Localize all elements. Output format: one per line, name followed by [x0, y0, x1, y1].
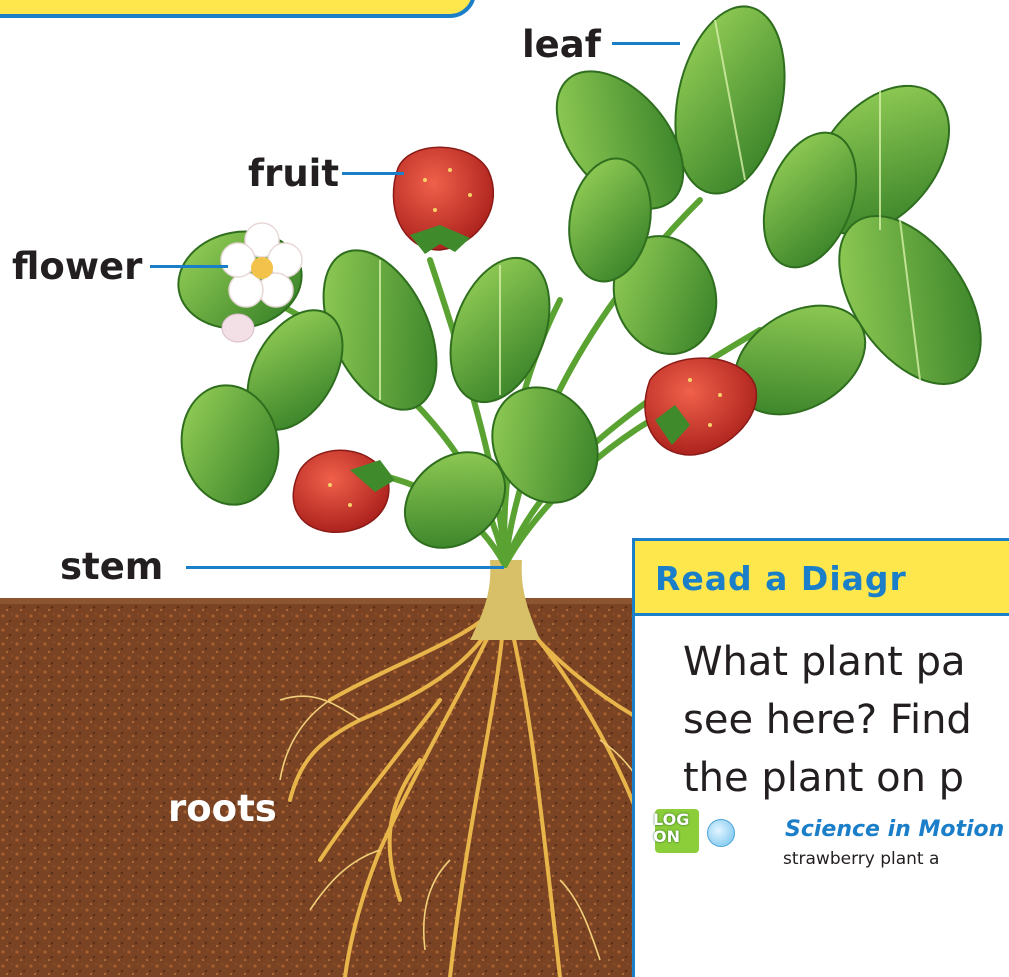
stem-leader-line — [186, 566, 504, 569]
read-a-diagram-panel: Read a Diagr What plant pa see here? Fin… — [632, 538, 1009, 977]
fruit-leader-line — [342, 172, 404, 175]
fruit-label: fruit — [248, 155, 339, 192]
panel-line: the plant on p — [683, 749, 972, 807]
flower-leader-line — [150, 265, 228, 268]
panel-header: Read a Diagr — [635, 541, 1009, 616]
panel-caption: strawberry plant a — [783, 849, 939, 869]
panel-title: Read a Diagr — [655, 559, 907, 598]
roots — [290, 600, 660, 977]
leaf-leader-line — [612, 42, 680, 45]
science-in-motion-icon[interactable] — [707, 819, 735, 847]
panel-question: What plant pa see here? Find the plant o… — [683, 633, 972, 807]
log-on-line: ON — [653, 828, 689, 845]
panel-line: What plant pa — [683, 633, 972, 691]
log-on-badge-text[interactable]: LOG ON — [653, 811, 689, 845]
panel-line: see here? Find — [683, 691, 972, 749]
stem-label: stem — [60, 548, 163, 585]
leaf-label: leaf — [522, 26, 601, 63]
science-in-motion-link[interactable]: Science in Motion — [785, 817, 1004, 842]
roots-label: roots — [168, 790, 277, 827]
crown — [470, 560, 540, 640]
flower-label: flower — [12, 248, 142, 285]
log-on-line: LOG — [653, 811, 689, 828]
